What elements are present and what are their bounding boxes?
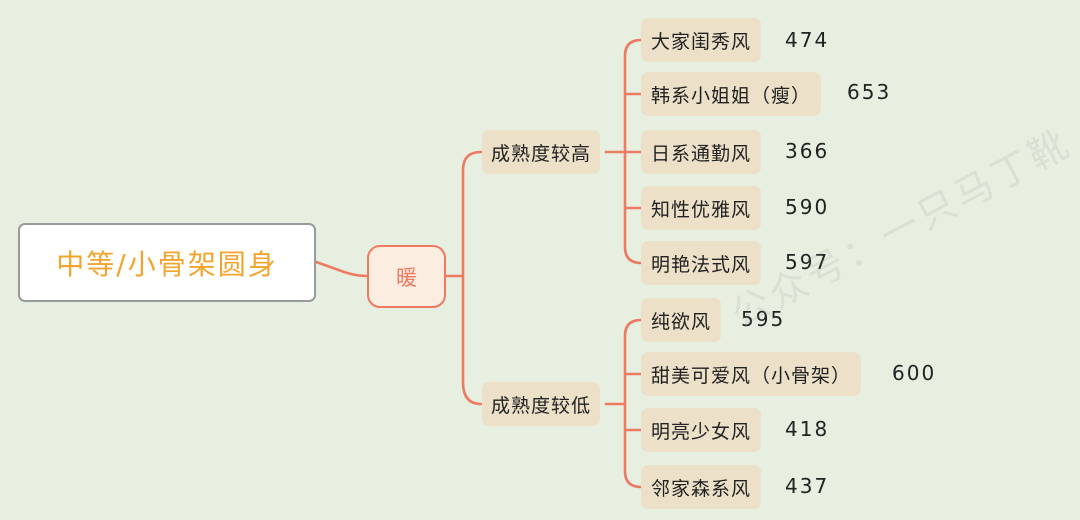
leaf-value-2: 653 (847, 80, 892, 104)
leaf-value-5: 597 (785, 250, 830, 274)
leaf-node-8[interactable]: 明亮少女风 (641, 408, 762, 452)
leaf-label: 大家闺秀风 (651, 30, 752, 53)
warm-node[interactable]: 暖 (367, 245, 446, 308)
leaf-label: 明艳法式风 (651, 253, 752, 276)
leaf-label: 韩系小姐姐（瘦） (651, 84, 812, 107)
connector-low-items (604, 318, 643, 489)
root-node[interactable]: 中等/小骨架圆身 (18, 223, 316, 302)
leaf-value-6: 595 (741, 307, 786, 331)
leaf-label: 知性优雅风 (651, 198, 752, 221)
leaf-node-1[interactable]: 大家闺秀风 (641, 18, 762, 62)
leaf-node-7[interactable]: 甜美可爱风（小骨架） (641, 352, 862, 396)
leaf-label: 明亮少女风 (651, 420, 752, 443)
root-label: 中等/小骨架圆身 (56, 247, 278, 281)
group-label: 成熟度较低 (491, 394, 592, 417)
leaf-label: 邻家森系风 (651, 477, 752, 500)
group-node-low-maturity[interactable]: 成熟度较低 (482, 382, 601, 426)
leaf-label: 纯欲风 (651, 310, 712, 333)
leaf-node-6[interactable]: 纯欲风 (641, 298, 722, 342)
warm-label: 暖 (396, 265, 417, 290)
group-label: 成熟度较高 (491, 142, 592, 165)
leaf-value-4: 590 (785, 195, 830, 219)
leaf-node-5[interactable]: 明艳法式风 (641, 241, 762, 285)
leaf-value-7: 600 (892, 361, 937, 385)
leaf-label: 甜美可爱风（小骨架） (651, 364, 852, 387)
connector-warm-groups (444, 150, 483, 406)
leaf-node-3[interactable]: 日系通勤风 (641, 130, 762, 174)
leaf-value-1: 474 (785, 28, 830, 52)
connector-root-warm (314, 260, 369, 278)
connector-high-items (604, 38, 643, 265)
leaf-node-4[interactable]: 知性优雅风 (641, 186, 762, 230)
leaf-node-9[interactable]: 邻家森系风 (641, 465, 762, 509)
group-node-high-maturity[interactable]: 成熟度较高 (482, 130, 601, 174)
leaf-node-2[interactable]: 韩系小姐姐（瘦） (641, 72, 822, 116)
leaf-value-3: 366 (785, 139, 830, 163)
leaf-value-9: 437 (785, 474, 830, 498)
leaf-value-8: 418 (785, 417, 830, 441)
leaf-label: 日系通勤风 (651, 142, 752, 165)
